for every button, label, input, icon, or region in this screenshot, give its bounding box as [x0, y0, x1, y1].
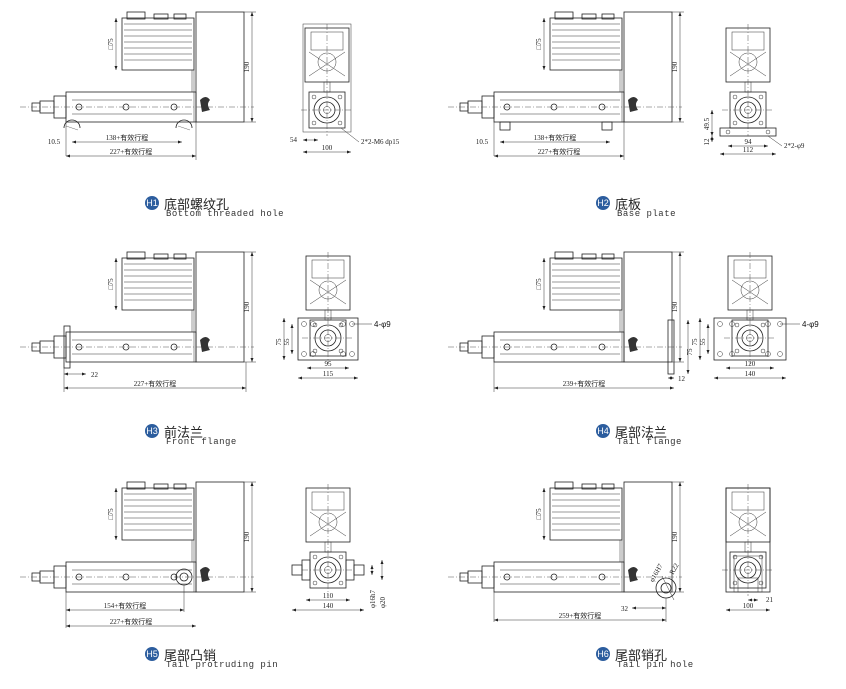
end-view-h1: 54 100 2*2-M6 dp15: [290, 23, 400, 154]
dimension-label: □75: [535, 508, 543, 520]
dimension-label: 4-φ9: [802, 320, 819, 329]
dimension-label: 49.5: [703, 117, 711, 130]
caption-english: Tail flange: [617, 437, 682, 447]
dimension-label: 12: [678, 375, 686, 383]
side-view-h2: □75 190 10.5 138+有效行程 227+有效行程: [448, 11, 684, 160]
caption-english: Bottom threaded hole: [166, 209, 285, 219]
caption-english: Front flange: [166, 437, 237, 447]
caption-chinese: 尾部销孔: [615, 649, 668, 664]
dimension-label: 239+有效行程: [563, 379, 605, 388]
dimension-label: φ16H7: [648, 562, 665, 583]
dimension-label: 55: [699, 338, 707, 346]
dimension-label: 12: [703, 138, 711, 146]
dimension-label: 227+有效行程: [110, 617, 152, 626]
dimension-label: 138+有效行程: [534, 133, 576, 142]
dimension-label: 4-φ9: [374, 320, 391, 329]
dimension-label: □75: [535, 38, 543, 50]
caption-chinese: 尾部法兰: [615, 426, 668, 441]
dimension-label: 32: [621, 605, 629, 613]
caption-chinese: 前法兰: [164, 426, 204, 441]
caption-english: Tail pin hole: [617, 660, 694, 670]
dimension-label: 112: [743, 146, 754, 154]
view-id-badge: H3: [145, 424, 159, 438]
dimension-label: 95: [325, 360, 333, 368]
dimension-label: 190: [243, 301, 251, 312]
dimension-label: 227+有效行程: [134, 379, 176, 388]
dimension-label: □75: [535, 278, 543, 290]
side-view-h4: □75 190 75 12 239+有效行程: [448, 251, 694, 392]
dimension-label: 22: [91, 371, 99, 379]
dimension-label: 190: [243, 531, 251, 542]
dimension-label: 140: [745, 370, 756, 378]
caption-chinese: 尾部凸销: [164, 649, 217, 664]
dimension-label: 10.5: [48, 138, 61, 146]
dimension-label: 120: [745, 360, 756, 368]
side-view-h5: □75 190 154+有效行程 227+有效行程: [20, 481, 256, 628]
dimension-label: □75: [107, 278, 115, 290]
dimension-label: 54: [290, 136, 298, 144]
dimension-label: 140: [323, 602, 334, 610]
dimension-label: 100: [322, 144, 333, 152]
dimension-label: 190: [671, 61, 679, 72]
side-view-h3: □75 190 22 227+有效行程: [20, 251, 256, 392]
dimension-label: 55: [283, 338, 291, 346]
dimension-label: 21: [766, 596, 774, 604]
dimension-label: 100: [743, 602, 754, 610]
dimension-label: □75: [107, 38, 115, 50]
dimension-label: 115: [323, 370, 334, 378]
dimension-label: 227+有效行程: [110, 147, 152, 156]
side-view-h1: □75 190 10.5 138+有效行程 227+有效行程: [20, 11, 256, 160]
dimension-label: 10.5: [476, 138, 489, 146]
caption-english: Base plate: [617, 209, 677, 219]
view-id-badge: H4: [596, 424, 610, 438]
dimension-label: 138+有效行程: [106, 133, 148, 142]
view-id-badge: H5: [145, 647, 159, 661]
caption-chinese: 底部螺纹孔: [164, 198, 230, 213]
dimension-label: 190: [243, 61, 251, 72]
caption-english: Tail protruding pin: [166, 660, 279, 670]
view-id-badge: H6: [596, 647, 610, 661]
dimension-label: 75: [686, 348, 694, 356]
dimension-label: 259+有效行程: [559, 611, 601, 620]
dimension-label: φ20: [379, 596, 387, 608]
dimension-label: 154+有效行程: [104, 601, 146, 610]
dimension-label: 2*2-M6 dp15: [361, 138, 400, 146]
dimension-label: 75: [275, 338, 283, 346]
view-id-badge: H2: [596, 196, 610, 210]
end-view-h6: 21 100: [722, 484, 774, 612]
dimension-label: φ16h7: [369, 589, 377, 608]
caption-chinese: 底板: [615, 198, 642, 213]
dimension-label: R22: [668, 562, 681, 577]
dimension-label: 190: [671, 301, 679, 312]
dimension-label: 190: [671, 531, 679, 542]
dimension-label: 75: [691, 338, 699, 346]
dimension-label: 2*2-φ9: [784, 142, 805, 150]
dimension-label: □75: [107, 508, 115, 520]
view-id-badge: H1: [145, 196, 159, 210]
dimension-label: 110: [323, 592, 334, 600]
dimension-label: 94: [745, 138, 753, 146]
dimension-label: 227+有效行程: [538, 147, 580, 156]
